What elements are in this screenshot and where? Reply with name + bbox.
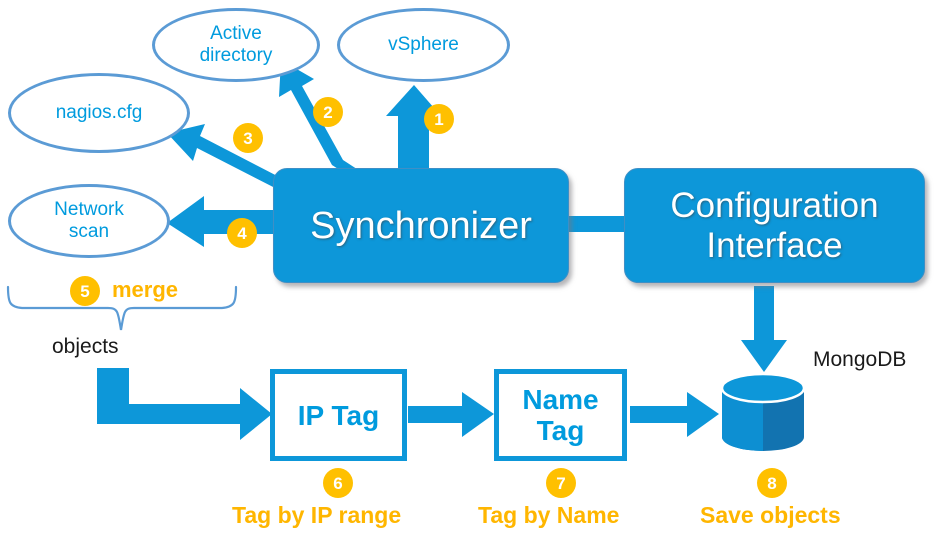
step-badge-5[interactable]: 5 — [70, 276, 100, 306]
arrow-ip-tag-to-name-tag — [408, 392, 494, 437]
arrow-config-to-mongodb — [741, 286, 787, 372]
source-label-vsphere: vSphere — [388, 34, 459, 55]
mongodb-label: MongoDB — [813, 348, 907, 371]
arrow-name-tag-to-mongodb — [630, 392, 719, 437]
ip-tag-box[interactable]: IP Tag — [270, 369, 407, 461]
arrow-objects-to-ip-tag — [97, 368, 272, 440]
step-badge-1[interactable]: 1 — [424, 104, 454, 134]
merge-label: merge — [112, 277, 179, 302]
arrow-to-active-directory — [279, 60, 363, 178]
caption-save-objects: Save objects — [700, 502, 841, 528]
objects-label: objects — [52, 335, 119, 358]
caption-tag-by-ip-range: Tag by IP range — [232, 502, 402, 528]
step-badge-8[interactable]: 8 — [757, 468, 787, 498]
source-node-vsphere[interactable]: vSphere — [337, 8, 510, 82]
step-badge-3[interactable]: 3 — [233, 123, 263, 153]
caption-tag-by-name: Tag by Name — [478, 502, 620, 528]
step-badge-7[interactable]: 7 — [546, 468, 576, 498]
step-badge-4[interactable]: 4 — [227, 218, 257, 248]
merge-brace — [6, 285, 238, 331]
arrow-to-network-scan — [167, 196, 278, 247]
synchronizer-label: Synchronizer — [310, 204, 532, 247]
step-badge-6[interactable]: 6 — [323, 468, 353, 498]
arrow-to-nagios-cfg — [167, 124, 285, 208]
source-label-nagios-cfg: nagios.cfg — [55, 102, 143, 123]
connector-synchronizer-config — [568, 216, 626, 232]
step-badge-2[interactable]: 2 — [313, 97, 343, 127]
mongodb-cylinder — [720, 372, 806, 451]
source-node-nagios-cfg[interactable]: nagios.cfg — [8, 73, 190, 153]
synchronizer-box[interactable]: Synchronizer — [273, 168, 569, 283]
ip-tag-label: IP Tag — [297, 399, 380, 431]
